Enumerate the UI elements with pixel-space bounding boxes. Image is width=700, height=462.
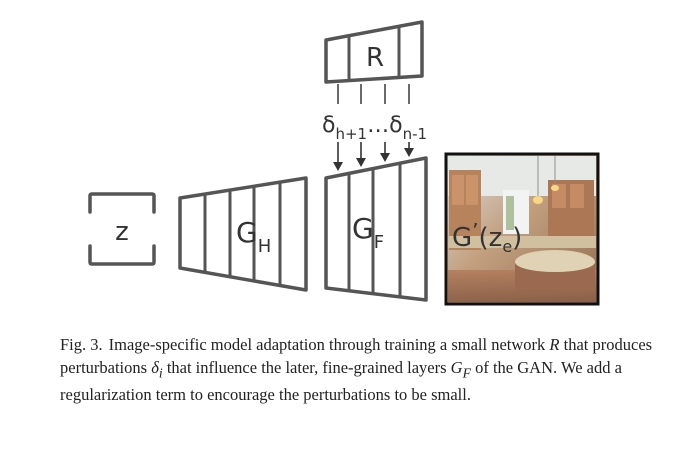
caption-g-symbol: GF [450, 357, 471, 380]
latent-z-box: z [88, 192, 156, 266]
figure-number: Fig. 3. [60, 335, 103, 354]
gf-label: GF [352, 212, 384, 253]
z-label: z [115, 217, 129, 247]
caption-text-2: that produces perturbations [60, 335, 653, 377]
caption-r-symbol: R [549, 335, 560, 354]
method-diagram: z GH GF R δh+1…δn-1 [88, 20, 600, 306]
delta-label: δh+1…δn-1 [322, 113, 427, 143]
network-r-block: R [324, 20, 424, 84]
output-label: G’(ze) [452, 219, 522, 256]
caption-text-3: that influence the later, fine-grained l… [162, 357, 451, 377]
caption-text-1: Image-specific model adaptation through … [108, 335, 550, 354]
perturbation-arrows [333, 142, 414, 171]
perturbation-connectors [337, 84, 410, 104]
caption-delta-symbol: δi [151, 357, 163, 380]
generator-gf-block: GF [324, 156, 428, 302]
r-label: R [366, 43, 384, 73]
output-image: G’(ze) [444, 152, 600, 306]
figure-caption: Fig. 3. Image-specific model adaptation t… [60, 334, 700, 407]
caption-text-4: of the GAN. We add a regularization term… [60, 357, 622, 405]
gh-label: GH [236, 216, 271, 257]
generator-gh-block: GH [178, 176, 308, 292]
